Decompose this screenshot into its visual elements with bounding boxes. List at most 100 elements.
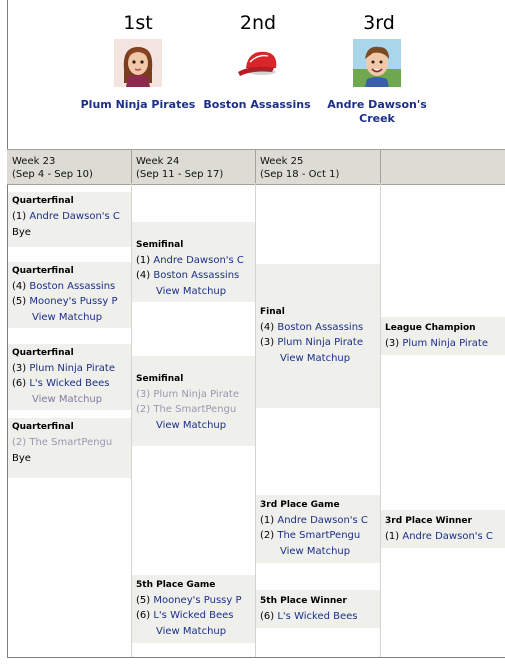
view-matchup-link[interactable]: View Matchup (156, 286, 227, 297)
team-link[interactable]: L's Wicked Bees (153, 610, 234, 621)
bye-label: Bye (12, 453, 31, 464)
second-place-label: 2nd (239, 12, 277, 34)
match-title: 5th Place Winner (260, 596, 347, 606)
match-team[interactable]: (4) Boston Assassins (260, 322, 378, 333)
match-team[interactable]: (6) L's Wicked Bees (260, 611, 378, 622)
team-link[interactable]: The SmartPengu (277, 530, 361, 541)
week-divider (131, 150, 132, 184)
team-link[interactable]: Boston Assassins (29, 281, 116, 292)
week-24-label: Week 24 (136, 156, 180, 167)
match-title: 3rd Place Winner (385, 516, 472, 526)
frame-left-border (7, 0, 8, 658)
match-title: League Champion (385, 323, 476, 333)
final-box: Final (4) Boston Assassins (3) Plum Ninj… (256, 264, 380, 408)
league-champion-box: League Champion (3) Plum Ninja Pirate (381, 317, 505, 355)
seed: (4) (136, 270, 151, 281)
seed: (6) (12, 378, 27, 389)
team-link[interactable]: Andre Dawson's C (29, 211, 120, 222)
view-matchup-link[interactable]: View Matchup (156, 420, 227, 431)
team-link[interactable]: Plum Ninja Pirate (402, 338, 489, 349)
team-link[interactable]: Plum Ninja Pirate (277, 337, 364, 348)
second-place-cap-icon (238, 51, 277, 76)
quarterfinal-4-box: Quarterfinal (2) The SmartPengu Bye (8, 418, 131, 478)
quarterfinal-1-box: Quarterfinal (1) Andre Dawson's C Bye (8, 192, 131, 247)
match-team[interactable]: (4) Boston Assassins (12, 281, 128, 292)
view-matchup-link[interactable]: View Matchup (32, 312, 103, 323)
seed: (5) (12, 296, 27, 307)
team-link[interactable]: The SmartPengu (29, 437, 113, 448)
seed: (2) (260, 530, 275, 541)
column-divider (131, 183, 132, 657)
week-25-label: Week 25 (260, 156, 304, 167)
semifinal-2-box: Semifinal (3) Plum Ninja Pirate (2) The … (132, 356, 255, 446)
quarterfinal-2-box: Quarterfinal (4) Boston Assassins (5) Mo… (8, 262, 131, 328)
seed: (6) (136, 610, 151, 621)
team-link[interactable]: Andre Dawson's C (153, 255, 244, 266)
view-matchup-link[interactable]: View Matchup (280, 353, 351, 364)
seed: (3) (12, 363, 27, 374)
team-link[interactable]: Andre Dawson's C (402, 531, 493, 542)
team-link[interactable]: Andre Dawson's C (277, 515, 368, 526)
frame-bottom-border (7, 657, 505, 658)
first-place-label: 1st (123, 12, 153, 34)
bye-label: Bye (12, 227, 31, 238)
team-link[interactable]: Mooney's Pussy P (153, 595, 242, 606)
match-team[interactable]: (3) Plum Ninja Pirate (136, 389, 253, 400)
week-23-dates: (Sep 4 - Sep 10) (12, 169, 93, 180)
seed: (3) (136, 389, 151, 400)
third-place-game-box: 3rd Place Game (1) Andre Dawson's C (2) … (256, 495, 380, 563)
view-matchup-link[interactable]: View Matchup (32, 394, 103, 405)
team-link[interactable]: L's Wicked Bees (29, 378, 110, 389)
team-link[interactable]: Plum Ninja Pirate (29, 363, 116, 374)
semifinal-1-box: Semifinal (1) Andre Dawson's C (4) Bosto… (132, 222, 255, 302)
seed: (3) (385, 338, 400, 349)
second-place-team[interactable]: Boston Assassins (203, 98, 311, 111)
week-header-bar: Week 23 (Sep 4 - Sep 10) Week 24 (Sep 11… (7, 149, 505, 185)
match-team[interactable]: (2) The SmartPengu (136, 404, 253, 415)
seed: (2) (12, 437, 27, 448)
seed: (4) (260, 322, 275, 333)
week-24-dates: (Sep 11 - Sep 17) (136, 169, 224, 180)
match-team[interactable]: (3) Plum Ninja Pirate (12, 363, 128, 374)
match-team[interactable]: (6) L's Wicked Bees (12, 378, 128, 389)
third-place-team[interactable]: Andre Dawson's Creek (327, 98, 427, 125)
seed: (3) (260, 337, 275, 348)
match-title: 3rd Place Game (260, 500, 340, 510)
first-place-avatar-icon (114, 39, 162, 87)
match-team[interactable]: (2) The SmartPengu (260, 530, 378, 541)
team-link[interactable]: Mooney's Pussy P (29, 296, 118, 307)
match-title: Semifinal (136, 240, 184, 250)
match-team[interactable]: (1) Andre Dawson's C (260, 515, 378, 526)
team-link[interactable]: Plum Ninja Pirate (153, 389, 240, 400)
seed: (1) (260, 515, 275, 526)
column-divider (380, 183, 381, 657)
match-team[interactable]: (3) Plum Ninja Pirate (260, 337, 378, 348)
seed: (1) (12, 211, 27, 222)
match-team[interactable]: (5) Mooney's Pussy P (12, 296, 128, 307)
match-team[interactable]: (6) L's Wicked Bees (136, 610, 253, 621)
match-team[interactable]: (5) Mooney's Pussy P (136, 595, 253, 606)
team-link[interactable]: Boston Assassins (153, 270, 240, 281)
match-team[interactable]: (1) Andre Dawson's C (385, 531, 503, 542)
week-25-dates: (Sep 18 - Oct 1) (260, 169, 340, 180)
match-team[interactable]: (1) Andre Dawson's C (12, 211, 128, 222)
first-place-team[interactable]: Plum Ninja Pirates (80, 98, 196, 111)
match-team[interactable]: (1) Andre Dawson's C (136, 255, 253, 266)
seed: (4) (12, 281, 27, 292)
week-25-header: Week 25 (Sep 18 - Oct 1) (255, 150, 380, 184)
third-place-avatar-icon (353, 39, 401, 87)
column-divider (255, 183, 256, 657)
seed: (2) (136, 404, 151, 415)
match-team[interactable]: (4) Boston Assassins (136, 270, 253, 281)
view-matchup-link[interactable]: View Matchup (156, 626, 227, 637)
match-team[interactable]: (3) Plum Ninja Pirate (385, 338, 503, 349)
team-link[interactable]: The SmartPengu (153, 404, 237, 415)
match-team[interactable]: (2) The SmartPengu (12, 437, 128, 448)
third-place-winner-box: 3rd Place Winner (1) Andre Dawson's C (381, 510, 505, 548)
team-link[interactable]: Boston Assassins (277, 322, 364, 333)
match-title: Quarterfinal (12, 422, 74, 432)
team-link[interactable]: L's Wicked Bees (277, 611, 358, 622)
view-matchup-link[interactable]: View Matchup (280, 546, 351, 557)
quarterfinal-3-box: Quarterfinal (3) Plum Ninja Pirate (6) L… (8, 344, 131, 410)
